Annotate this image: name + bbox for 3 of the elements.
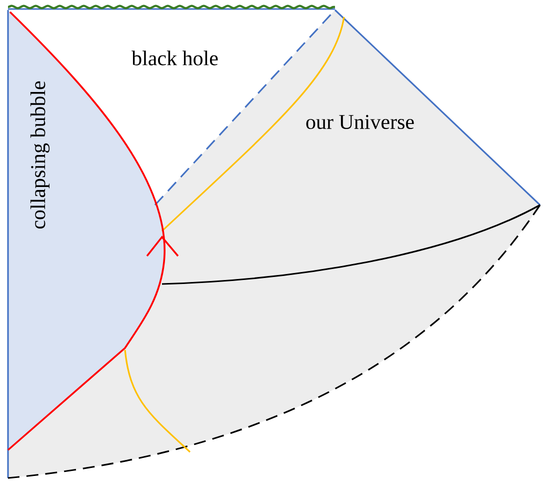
region-label: our Universe (306, 114, 414, 130)
region-label: black hole (132, 50, 218, 66)
region-label: collapsing bubble (30, 81, 50, 229)
